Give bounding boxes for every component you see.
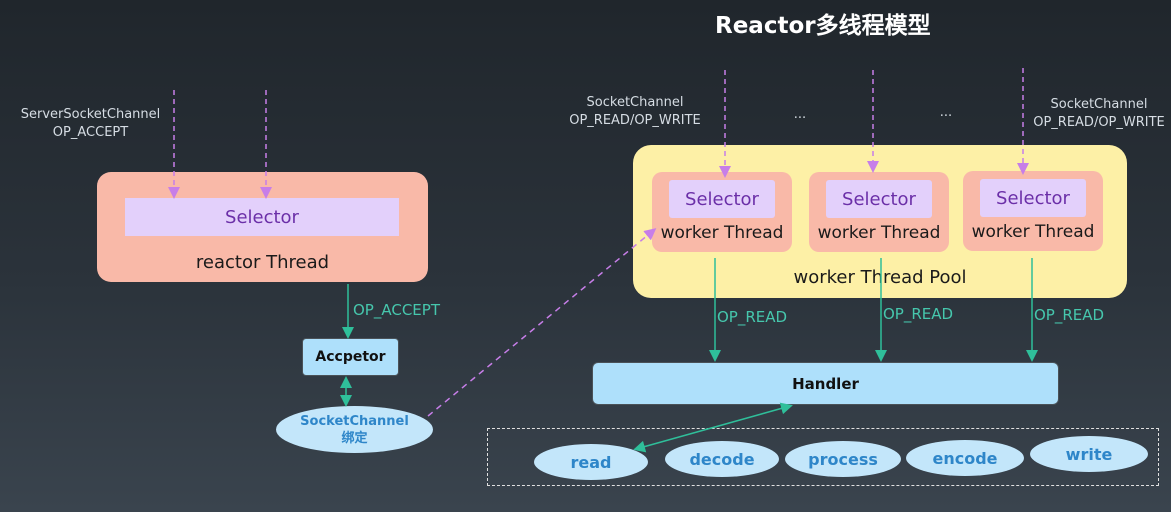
server-socket-channel-label-line1: ServerSocketChannel [20, 107, 161, 122]
reactor-selector-label: Selector [225, 206, 299, 228]
op-read-label: OP_READ [883, 305, 954, 323]
op-accept-label: OP_ACCEPT [353, 301, 440, 319]
pipeline-read-label: read [570, 452, 612, 472]
handler-box: Handler [592, 362, 1059, 405]
worker-selector: Selector [669, 180, 775, 218]
server-socket-channel-label: ServerSocketChannel OP_ACCEPT [8, 106, 173, 142]
bind-link-arrow [427, 228, 657, 417]
pipeline-read: read [534, 444, 648, 480]
pipeline-group [487, 428, 1159, 486]
pipeline-write-label: write [1065, 444, 1113, 464]
op-read-label: OP_READ [1034, 306, 1105, 324]
worker-channel-label-left: SocketChannel OP_READ/OP_WRITE [560, 94, 710, 130]
worker-channel-label-right: SocketChannel OP_READ/OP_WRITE [1024, 96, 1171, 132]
ellipsis-2: ... [939, 105, 953, 120]
worker-channel-left-line1: SocketChannel [586, 95, 684, 110]
pipeline-write: write [1030, 436, 1148, 472]
worker-thread-pool-box: Selector worker Thread Selector worker T… [633, 145, 1127, 298]
handler-label: Handler [792, 374, 859, 393]
worker-thread-label: worker Thread [817, 223, 941, 243]
diagram-title: Reactor多线程模型 [715, 13, 931, 39]
worker-channel-right-line1: SocketChannel [1050, 97, 1148, 112]
ellipsis-1: ... [793, 107, 807, 122]
pipeline-encode-label: encode [932, 448, 998, 468]
worker-channel-left-line2: OP_READ/OP_WRITE [569, 113, 701, 128]
worker-selector: Selector [980, 179, 1086, 217]
op-read-label: OP_READ [717, 308, 788, 326]
reactor-thread-label: reactor Thread [195, 252, 330, 273]
worker-thread-box: Selector worker Thread [809, 172, 949, 252]
socket-channel-bind-line2: 绑定 [341, 430, 368, 446]
acceptor-box: Accpetor [302, 338, 399, 376]
pipeline-encode: encode [906, 440, 1024, 476]
worker-selector: Selector [826, 180, 932, 218]
server-socket-channel-label-line2: OP_ACCEPT [52, 125, 129, 140]
reactor-thread-box: Selector reactor Thread [97, 172, 428, 282]
pipeline-process-label: process [808, 449, 878, 469]
acceptor-label: Accpetor [315, 349, 386, 365]
worker-channel-right-line2: OP_READ/OP_WRITE [1033, 115, 1165, 130]
worker-selector-label: Selector [685, 188, 759, 210]
socket-channel-bind-ellipse: SocketChannel 绑定 [276, 406, 433, 453]
pipeline-decode-label: decode [689, 449, 755, 469]
pipeline-process: process [785, 441, 901, 477]
worker-selector-label: Selector [996, 187, 1070, 209]
worker-thread-label: worker Thread [971, 222, 1095, 242]
worker-selector-label: Selector [842, 188, 916, 210]
worker-thread-box: Selector worker Thread [963, 171, 1103, 251]
worker-thread-pool-label: worker Thread Pool [793, 267, 967, 288]
reactor-selector: Selector [125, 198, 399, 236]
handler-to-read-arrow [633, 402, 793, 453]
worker-thread-label: worker Thread [660, 223, 784, 243]
worker-thread-box: Selector worker Thread [652, 172, 792, 252]
socket-channel-bind-line1: SocketChannel [300, 413, 409, 429]
